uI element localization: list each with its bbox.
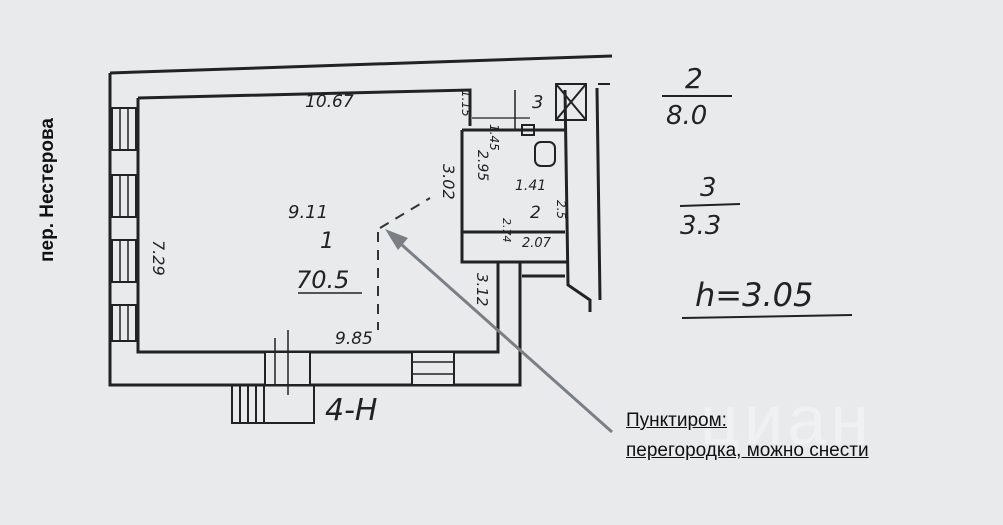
room1-width: 9.11 <box>288 202 328 223</box>
annotation-arrow <box>385 229 613 434</box>
annotation-line-1: Пунктиром: <box>626 410 727 431</box>
dim-bath-top: 1.15 <box>459 90 473 117</box>
street-label: пер. Нестерова <box>18 80 78 300</box>
entrance-steps <box>231 384 315 424</box>
room2-number: 2 <box>530 203 541 223</box>
dim-bath-small: 1.45 <box>487 124 501 151</box>
apartment-id: 4-Н <box>325 393 377 428</box>
legend-height: h=3.05 <box>695 276 813 314</box>
fixtures <box>521 83 587 167</box>
dim-wc-left: 2.74 <box>500 218 513 243</box>
dim-bath-height: 2.95 <box>474 150 490 181</box>
dim-bottom: 9.85 <box>335 329 373 349</box>
legend-room2-area: 8.0 <box>666 101 707 131</box>
legend-room3-area: 3.3 <box>680 211 721 241</box>
room3-number: 3 <box>532 92 543 113</box>
window-sashes <box>119 108 129 341</box>
bottom-openings <box>264 351 455 386</box>
dim-lower-right: 3.12 <box>473 273 491 306</box>
watermark: циан <box>700 381 873 459</box>
dim-wc-bottom: 2.07 <box>522 236 552 251</box>
room1-number: 1 <box>320 229 334 254</box>
walls <box>108 54 613 387</box>
partition-dashed <box>377 197 431 330</box>
annotation-line-2: перегородка, можно снести <box>626 440 869 461</box>
dim-wc-side: 2.5 <box>554 200 568 219</box>
dim-wc-width: 1.41 <box>515 178 546 194</box>
room1-area: 70.5 <box>296 266 349 294</box>
legend-room2-label: 2 <box>685 62 703 95</box>
dim-left: 7.29 <box>149 240 168 276</box>
dim-partition: 3.02 <box>439 164 458 200</box>
street-label-text: пер. Нестерова <box>37 118 58 262</box>
annotation-note: Пунктиром: перегородка, можно снести <box>626 406 869 466</box>
left-windows <box>111 107 137 342</box>
dim-top: 10.67 <box>305 92 354 112</box>
legend-room3-label: 3 <box>700 173 717 203</box>
